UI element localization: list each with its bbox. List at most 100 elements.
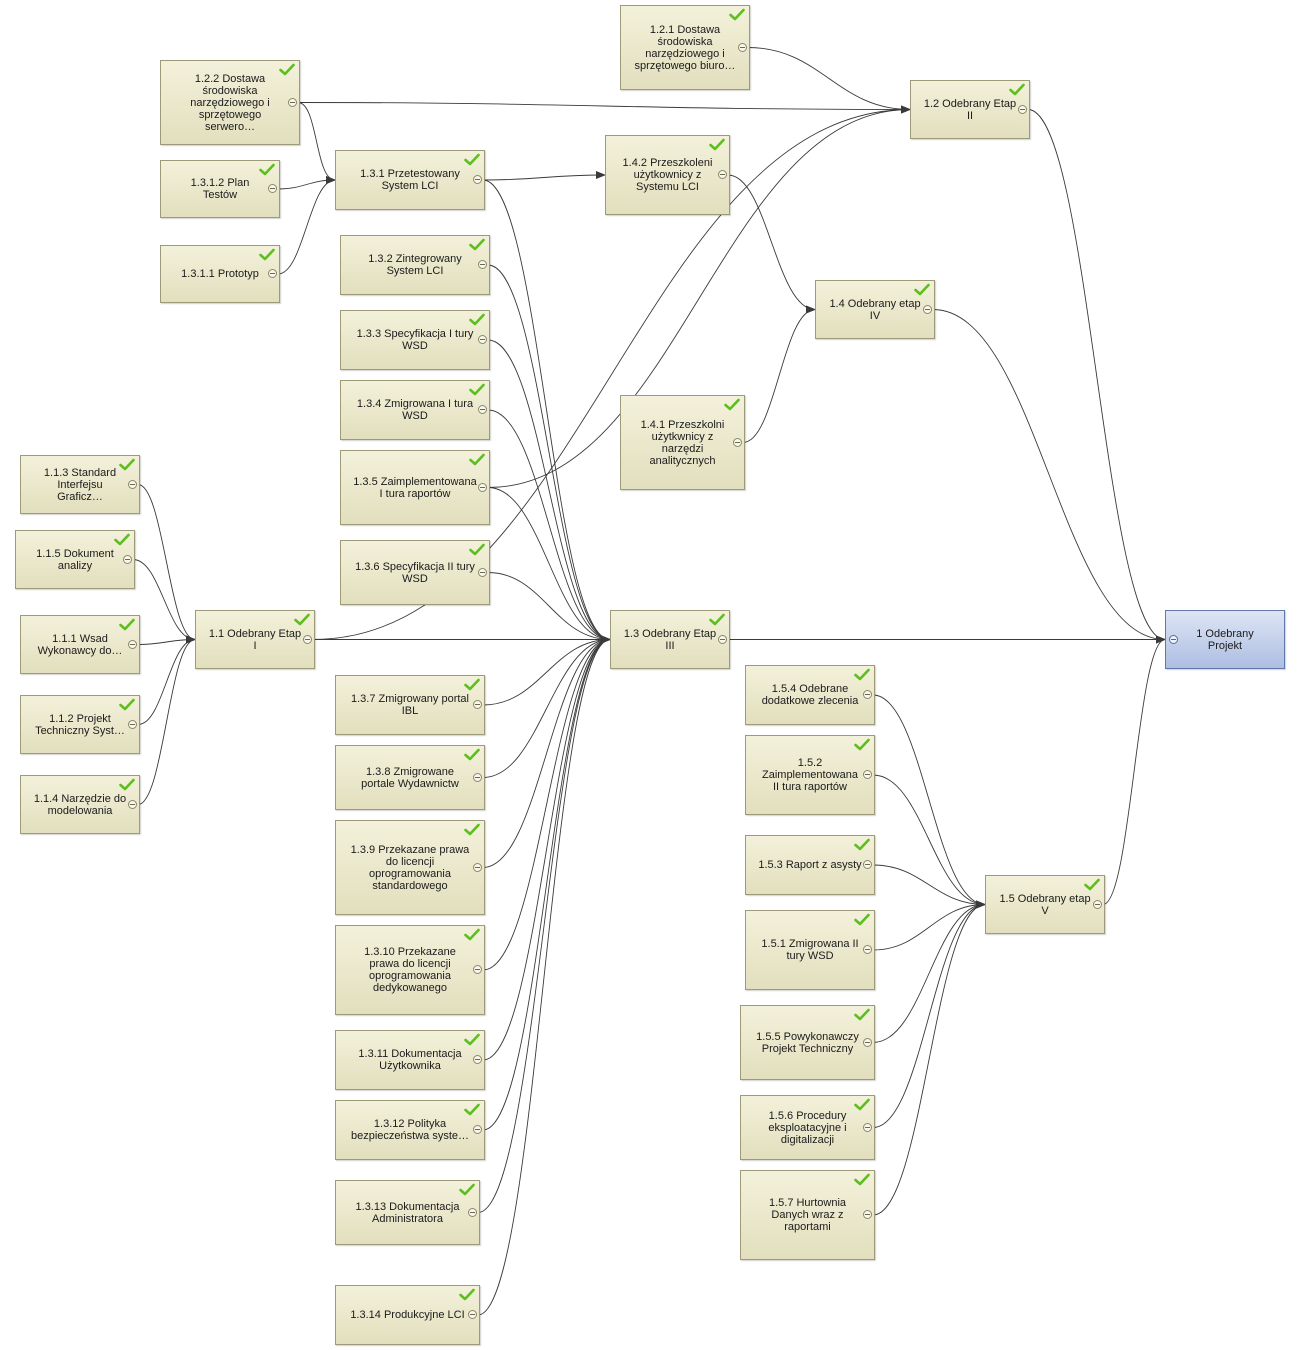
collapse-icon[interactable] [478, 335, 487, 344]
node-n1-4-2[interactable]: 1.4.2 Przeszkoleni użytkownicy z Systemu… [605, 135, 730, 215]
collapse-icon[interactable] [473, 965, 482, 974]
collapse-icon[interactable] [863, 860, 872, 869]
collapse-icon[interactable] [128, 799, 137, 809]
node-n1-3-3[interactable]: 1.3.3 Specyfikacja I tury WSD [340, 310, 490, 370]
collapse-icon[interactable] [863, 1210, 872, 1219]
collapse-icon[interactable] [128, 639, 137, 649]
collapse-icon[interactable] [923, 304, 932, 314]
node-n1-5-4[interactable]: 1.5.4 Odebrane dodatkowe zlecenia [745, 665, 875, 725]
edge-n1_3_8-n1_3 [482, 635, 611, 778]
node-n1-5-6[interactable]: 1.5.6 Procedury eksploatacyjne i digital… [740, 1095, 875, 1160]
node-n1-3-1[interactable]: 1.3.1 Przetestowany System LCI [335, 150, 485, 210]
node-n1-5-3[interactable]: 1.5.3 Raport z asysty [745, 835, 875, 895]
collapse-icon[interactable] [863, 690, 872, 699]
collapse-icon[interactable] [1093, 899, 1102, 909]
collapse-icon[interactable] [478, 405, 487, 414]
collapse-icon[interactable] [473, 175, 482, 184]
collapse-icon[interactable] [268, 269, 277, 278]
node-n1-2-1[interactable]: 1.2.1 Dostawa środowiska narzędziowego i… [620, 5, 750, 90]
node-n1-3-1-2[interactable]: 1.3.1.2 Plan Testów [160, 160, 280, 218]
node-label: 1.3.12 Polityka bezpieczeństwa syste… [351, 1118, 469, 1142]
node-n1-5-7[interactable]: 1.5.7 Hurtownia Danych wraz z raportami [740, 1170, 875, 1260]
edge-n1_3_6-n1_3 [487, 572, 611, 644]
node-n1-1-3[interactable]: 1.1.3 Standard Interfejsu Graficz… [20, 455, 140, 514]
node-label: 1.3 Odebrany Etap III [623, 627, 717, 652]
node-n1-3-1-1[interactable]: 1.3.1.1 Prototyp [160, 245, 280, 303]
collapse-icon[interactable] [1169, 634, 1178, 644]
node-n1-5-2[interactable]: 1.5.2 Zaimplementowana II tura raportów [745, 735, 875, 815]
check-icon [464, 153, 480, 166]
collapse-icon[interactable] [473, 1125, 482, 1134]
node-n1-3-14[interactable]: 1.3.14 Produkcyjne LCI [335, 1285, 480, 1345]
node-label: 1.3.13 Dokumentacja Administratora [355, 1200, 460, 1225]
collapse-icon[interactable] [863, 945, 872, 954]
collapse-icon[interactable] [123, 554, 132, 564]
node-n1-1-4[interactable]: 1.1.4 Narzędzie do modelowania [20, 775, 140, 834]
node-label: 1.1 Odebrany Etap I [208, 627, 302, 652]
collapse-icon[interactable] [468, 1310, 477, 1319]
node-n1-1-2[interactable]: 1.1.2 Projekt Techniczny Syst… [20, 695, 140, 754]
collapse-icon[interactable] [473, 1055, 482, 1064]
node-n1-3-6[interactable]: 1.3.6 Specyfikacja II tury WSD [340, 540, 490, 605]
collapse-icon[interactable] [733, 437, 742, 447]
check-icon [914, 283, 930, 296]
check-icon [464, 678, 480, 691]
collapse-icon[interactable] [473, 772, 482, 782]
node-n1-3-5[interactable]: 1.3.5 Zaimplementowana I tura raportów [340, 450, 490, 525]
collapse-icon[interactable] [863, 1122, 872, 1132]
collapse-icon[interactable] [468, 1207, 477, 1217]
node-label: 1.3.9 Przekazane prawa do licencji oprog… [350, 843, 470, 892]
node-label: 1.3.1 Przetestowany System LCI [360, 168, 460, 192]
node-n1-3-4[interactable]: 1.3.4 Zmigrowana I tura WSD [340, 380, 490, 440]
node-n1-3-10[interactable]: 1.3.10 Przekazane prawa do licencji opro… [335, 925, 485, 1015]
node-label: 1.4.1 Przeszkolni użytkwnicy z narzędzi … [640, 418, 725, 467]
edge-n1_5_4-n1_5 [872, 694, 986, 909]
collapse-icon[interactable] [718, 634, 727, 644]
collapse-icon[interactable] [1018, 104, 1027, 114]
node-n1-3[interactable]: 1.3 Odebrany Etap III [610, 610, 730, 669]
edge-n1_3_7-n1_3 [482, 635, 611, 706]
edge-n1_3_2-n1_3 [487, 264, 611, 644]
node-n1-3-8[interactable]: 1.3.8 Zmigrowane portale Wydawnictw [335, 745, 485, 810]
check-icon [469, 313, 485, 326]
node-n1-3-7[interactable]: 1.3.7 Zmigrowany portal IBL [335, 675, 485, 735]
node-label: 1.3.3 Specyfikacja I tury WSD [356, 328, 474, 352]
collapse-icon[interactable] [303, 634, 312, 644]
node-n1-2-2[interactable]: 1.2.2 Dostawa środowiska narzędziowego i… [160, 60, 300, 145]
collapse-icon[interactable] [478, 567, 487, 577]
node-label: 1.1.5 Dokument analizy [36, 547, 114, 572]
node-n1-1-5[interactable]: 1.1.5 Dokument analizy [15, 530, 135, 589]
node-n1[interactable]: 1 Odebrany Projekt [1165, 610, 1285, 669]
node-n1-3-2[interactable]: 1.3.2 Zintegrowany System LCI [340, 235, 490, 295]
node-n1-2[interactable]: 1.2 Odebrany Etap II [910, 80, 1030, 139]
collapse-icon[interactable] [128, 479, 137, 489]
node-n1-1[interactable]: 1.1 Odebrany Etap I [195, 610, 315, 669]
edge-n1_1_3-n1_1 [137, 484, 196, 644]
edge-n1_3_3-n1_3 [487, 339, 611, 644]
node-n1-5-1[interactable]: 1.5.1 Zmigrowana II tury WSD [745, 910, 875, 990]
collapse-icon[interactable] [863, 1037, 872, 1047]
node-n1-3-11[interactable]: 1.3.11 Dokumentacja Użytkownika [335, 1030, 485, 1090]
collapse-icon[interactable] [473, 700, 482, 709]
check-icon [854, 1173, 870, 1186]
collapse-icon[interactable] [128, 719, 137, 729]
collapse-icon[interactable] [718, 170, 727, 179]
node-label: 1.5.3 Raport z asysty [758, 859, 862, 871]
node-n1-3-12[interactable]: 1.3.12 Polityka bezpieczeństwa syste… [335, 1100, 485, 1160]
edge-n1_3_4-n1_3 [487, 409, 611, 644]
node-n1-4-1[interactable]: 1.4.1 Przeszkolni użytkwnicy z narzędzi … [620, 395, 745, 490]
collapse-icon[interactable] [863, 770, 872, 779]
collapse-icon[interactable] [473, 862, 482, 872]
collapse-icon[interactable] [478, 260, 487, 269]
collapse-icon[interactable] [268, 184, 277, 193]
node-n1-4[interactable]: 1.4 Odebrany etap IV [815, 280, 935, 339]
node-n1-5[interactable]: 1.5 Odebrany etap V [985, 875, 1105, 934]
collapse-icon[interactable] [288, 97, 297, 107]
node-n1-3-13[interactable]: 1.3.13 Dokumentacja Administratora [335, 1180, 480, 1245]
node-n1-1-1[interactable]: 1.1.1 Wsad Wykonawcy do… [20, 615, 140, 674]
node-n1-5-5[interactable]: 1.5.5 Powykonawczy Projekt Techniczny [740, 1005, 875, 1080]
check-icon [464, 1033, 480, 1046]
collapse-icon[interactable] [478, 482, 487, 492]
node-n1-3-9[interactable]: 1.3.9 Przekazane prawa do licencji oprog… [335, 820, 485, 915]
collapse-icon[interactable] [738, 42, 747, 52]
